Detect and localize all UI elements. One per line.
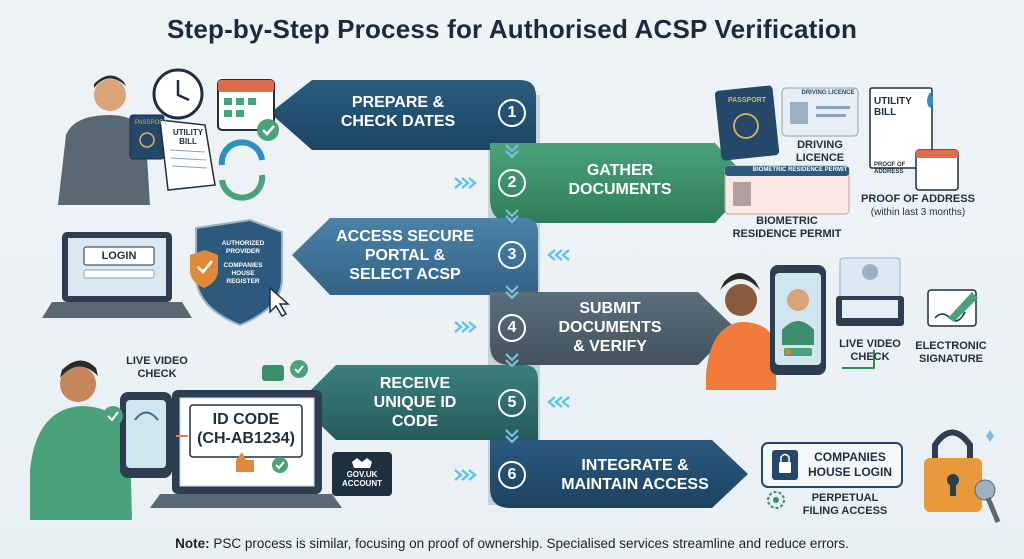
step-3-illustration (42, 218, 290, 327)
step-4-label: SUBMIT DOCUMENTS & VERIFY (535, 299, 685, 356)
step-6-illustration (761, 429, 1001, 523)
step-1-line-2: CHECK DATES (340, 113, 456, 130)
number-circles (498, 99, 526, 489)
step-1-number: 1 (507, 104, 517, 121)
shield-line-1: AUTHORIZED (221, 240, 265, 247)
ch-login-line-2: HOUSE LOGIN (807, 465, 892, 479)
step-5-number: 5 (507, 394, 517, 411)
step-4-line-3: & VERIFY (573, 338, 647, 355)
login-box: LOGIN (101, 250, 137, 262)
shield-line-2: PROVIDER (226, 248, 260, 255)
shield-line-4: HOUSE (231, 270, 255, 277)
perpetual-filing-1: PERPETUAL (811, 492, 879, 504)
step-1-illustration (58, 68, 279, 205)
step-2-illustration (714, 85, 959, 215)
step-3-line-2: PORTAL & (364, 247, 446, 264)
step-3-arrow (292, 218, 538, 295)
step2-licence-card-label: DRIVING LICENCE (801, 90, 855, 96)
step2-brp-caption-1: BIOMETRIC (756, 215, 818, 227)
id-code-line-1: ID CODE (212, 411, 280, 428)
step2-proof-caption: PROOF OF ADDRESS (861, 193, 975, 205)
note-label: Note: (175, 536, 210, 551)
step-4-line-2: DOCUMENTS (558, 319, 662, 336)
step2-proof-card-1: PROOF OF (874, 162, 906, 168)
step-1-line-1: PREPARE & (351, 94, 445, 111)
step2-licence-caption-1: DRIVING (797, 139, 843, 151)
step2-bill-line-1: UTILITY (874, 96, 912, 107)
step-3-label: ACCESS SECURE PORTAL & SELECT ACSP (325, 227, 485, 284)
step2-brp-caption: BIOMETRIC RESIDENCE PERMIT (725, 215, 849, 241)
step5-video-label-1: LIVE VIDEO (126, 355, 188, 367)
side-chevrons (454, 177, 570, 481)
step-6-line-2: MAINTAIN ACCESS (561, 476, 709, 493)
perpetual-filing-2: FILING ACCESS (802, 505, 888, 517)
step-2-line-1: GATHER (586, 162, 654, 179)
step-2-arrow (490, 143, 752, 223)
step-5-arrow (298, 365, 538, 440)
step-6-label: INTEGRATE & MAINTAIN ACCESS (540, 456, 730, 494)
step-2-number: 2 (507, 174, 517, 191)
step-5-label: RECEIVE UNIQUE ID CODE (340, 374, 490, 431)
step4-video-caption-1: LIVE VIDEO (839, 338, 901, 350)
step-3-line-1: ACCESS SECURE (336, 228, 474, 245)
step2-brp-card-label: BIOMETRIC RESIDENCE PERMIT (752, 167, 848, 173)
step2-bill-label: UTILITY BILL (874, 96, 914, 118)
step-5-line-3: CODE (391, 413, 439, 430)
step-4-line-1: SUBMIT (579, 300, 641, 317)
step-5-line-2: UNIQUE ID (373, 394, 457, 411)
step4-signature-caption-1: ELECTRONIC (915, 340, 987, 352)
step2-proof-subcaption: (within last 3 months) (870, 207, 966, 218)
step-3-number: 3 (507, 246, 517, 263)
step-6-number: 6 (507, 466, 517, 483)
step2-licence-caption: DRIVING LICENCE (782, 139, 858, 165)
step-4-number: 4 (507, 319, 517, 336)
step4-video-caption-2: CHECK (850, 351, 890, 363)
perpetual-filing-caption: PERPETUAL FILING ACCESS (790, 492, 900, 518)
step2-proof-card-2: ADDRESS (874, 169, 904, 175)
step2-licence-caption-2: LICENCE (795, 152, 845, 164)
step4-signature-caption: ELECTRONIC SIGNATURE (908, 340, 994, 366)
step-2-line-2: DOCUMENTS (568, 181, 672, 198)
step1-bill-label: UTILITY BILL (168, 128, 208, 146)
step-1-arrow (270, 80, 536, 150)
step2-bill-line-2: BILL (874, 107, 897, 118)
shield-line-3: COMPANIES (223, 262, 263, 269)
govuk-badge: GOV.UK ACCOUNT (332, 470, 392, 488)
step2-proof-card: PROOF OF ADDRESS (874, 162, 914, 176)
note-text: PSC process is similar, focusing on proo… (209, 536, 849, 551)
step2-passport-label: PASSPORT (728, 97, 766, 104)
step-1-label: PREPARE & CHECK DATES (318, 93, 478, 131)
step4-signature-caption-2: SIGNATURE (919, 353, 983, 365)
shield-line-5: REGISTER (226, 278, 260, 285)
step4-video-caption: LIVE VIDEO CHECK (832, 338, 908, 364)
companies-house-login: COMPANIES HOUSE LOGIN (802, 450, 898, 480)
step-3-line-3: SELECT ACSP (349, 266, 461, 283)
step2-brp-caption-2: RESIDENCE PERMIT (732, 228, 842, 240)
step-4-illustration (706, 257, 978, 390)
step-5-line-1: RECEIVE (379, 375, 451, 392)
step-2-label: GATHER DOCUMENTS (545, 161, 695, 199)
shield-badge-text: AUTHORIZED PROVIDER COMPANIES HOUSE REGI… (212, 240, 274, 286)
step5-video-label: LIVE VIDEO CHECK (118, 355, 196, 381)
id-code-display: ID CODE (CH-AB1234) (190, 410, 302, 448)
page-title: Step-by-Step Process for Authorised ACSP… (166, 14, 858, 44)
down-chevrons (505, 144, 519, 444)
govuk-line-1: GOV.UK (346, 470, 378, 479)
step-6-line-1: INTEGRATE & (581, 457, 689, 474)
step-4-arrow (490, 292, 735, 365)
step1-bill-line-1: UTILITY (172, 128, 204, 137)
ch-login-line-1: COMPANIES (814, 450, 886, 464)
step-5-illustration (30, 360, 392, 520)
govuk-line-2: ACCOUNT (342, 479, 382, 488)
step1-bill-line-2: BILL (179, 137, 197, 146)
step-6-arrow (490, 440, 748, 508)
step5-video-label-2: CHECK (137, 368, 177, 380)
footer-note: Note: PSC process is similar, focusing o… (0, 536, 1024, 551)
step1-passport-label: PASSPORT (135, 120, 168, 126)
id-code-line-2: (CH-AB1234) (197, 430, 295, 447)
